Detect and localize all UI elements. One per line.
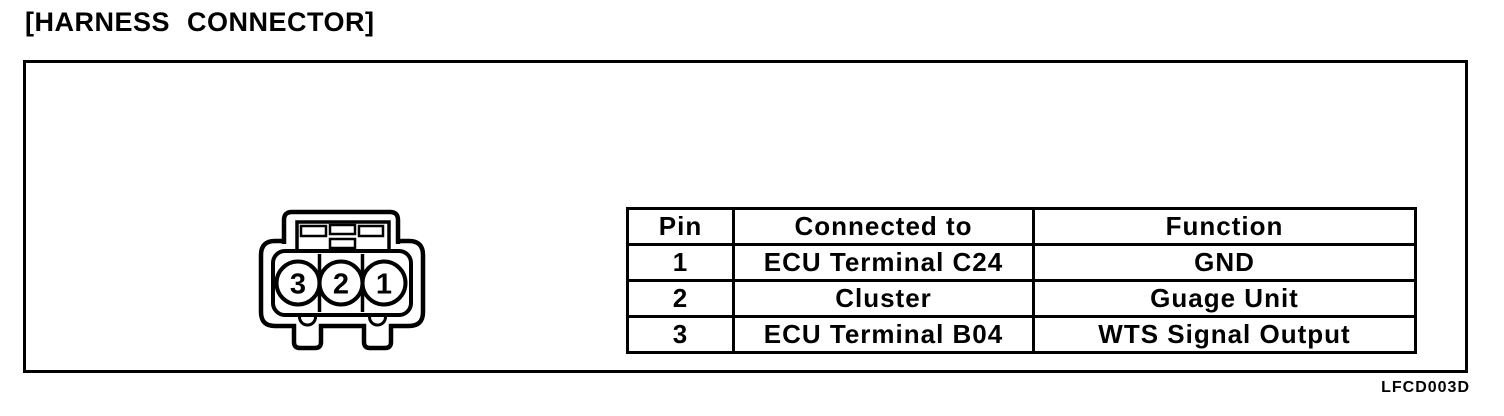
pin-table: Pin Connected to Function 1 ECU Terminal… [626, 207, 1417, 354]
table-header-row: Pin Connected to Function [626, 207, 1417, 246]
pin-label-2: 2 [333, 269, 349, 301]
table-cell-connected-to: Cluster [732, 279, 1035, 318]
latch-detail-right [357, 224, 385, 238]
harness-connector-drawing: 3 2 1 [258, 209, 426, 351]
column-header-function: Function [1032, 207, 1417, 246]
page-title: [HARNESS CONNECTOR] [25, 7, 375, 37]
table-cell-pin: 2 [626, 279, 735, 318]
table-row: 3 ECU Terminal B04 WTS Signal Output [626, 315, 1417, 354]
latch-detail-left [299, 224, 328, 238]
figure-code: LFCD003D [1381, 379, 1470, 396]
latch-inner-frame [295, 220, 391, 253]
column-header-pin: Pin [626, 207, 735, 246]
table-cell-function: GND [1032, 243, 1417, 282]
table-row: 1 ECU Terminal C24 GND [626, 243, 1417, 282]
table-row: 2 Cluster Guage Unit [626, 279, 1417, 318]
pin-label-3: 3 [290, 269, 306, 301]
table-cell-connected-to: ECU Terminal C24 [732, 243, 1035, 282]
pin-circle-1 [360, 259, 408, 307]
table-cell-function: WTS Signal Output [1032, 315, 1417, 354]
latch-detail-mid-top [328, 223, 357, 236]
latch-detail-mid-bottom [328, 237, 357, 250]
table-cell-pin: 1 [626, 243, 735, 282]
table-cell-connected-to: ECU Terminal B04 [732, 315, 1035, 354]
pin-label-1: 1 [376, 269, 392, 301]
diagram-frame: 3 2 1 Pin Connected to Function 1 ECU [23, 60, 1468, 373]
column-header-connected-to: Connected to [732, 207, 1035, 246]
table-cell-function: Guage Unit [1032, 279, 1417, 318]
table-cell-pin: 3 [626, 315, 735, 354]
